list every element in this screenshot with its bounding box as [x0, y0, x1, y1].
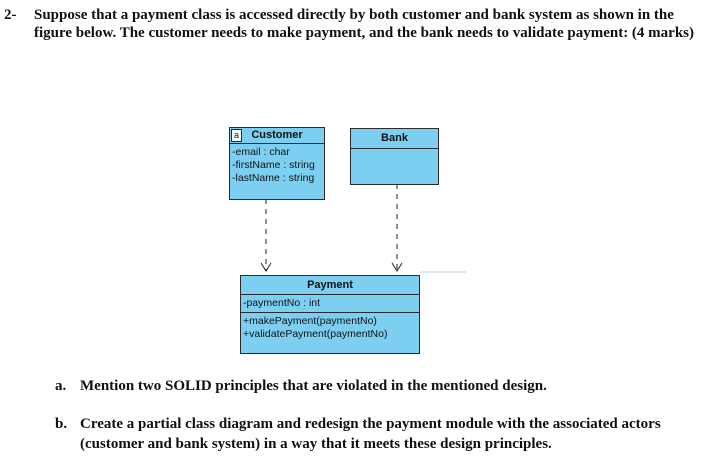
bank-payment-arrowhead	[391, 262, 403, 272]
part-b-text: Create a partial class diagram and redes…	[80, 416, 661, 452]
payment-class: Payment -paymentNo : int +makePayment(pa…	[240, 275, 420, 354]
bank-class-name: Bank	[381, 132, 408, 144]
bank-class: Bank	[350, 128, 439, 185]
customer-attribute: -lastName : string	[232, 172, 315, 184]
payment-methods: +makePayment(paymentNo) +validatePayment…	[241, 313, 419, 343]
payment-class-header: Payment	[241, 276, 419, 295]
customer-class: a Customer -email : char -firstName : st…	[229, 127, 325, 200]
bank-class-header: Bank	[351, 129, 438, 149]
customer-attribute: -email : char	[232, 146, 290, 158]
question-number: 2-	[4, 7, 17, 23]
customer-class-header: a Customer	[230, 128, 324, 144]
payment-method: +makePayment(paymentNo)	[243, 315, 377, 327]
part-a-text: Mention two SOLID principles that are vi…	[80, 378, 547, 394]
part-b-label: b.	[55, 416, 68, 432]
customer-class-name: Customer	[251, 129, 303, 141]
payment-method: +validatePayment(paymentNo)	[243, 328, 388, 340]
customer-attribute: -firstName : string	[232, 159, 315, 171]
customer-payment-arrowhead	[260, 262, 272, 272]
part-a-label: a.	[55, 378, 67, 394]
customer-attributes: -email : char -firstName : string -lastN…	[230, 144, 324, 187]
question-text: Suppose that a payment class is accessed…	[34, 7, 695, 41]
payment-class-name: Payment	[307, 279, 353, 291]
payment-attributes: -paymentNo : int	[241, 295, 419, 313]
class-tag-icon: a	[231, 129, 242, 142]
payment-attribute: -paymentNo : int	[243, 297, 321, 309]
